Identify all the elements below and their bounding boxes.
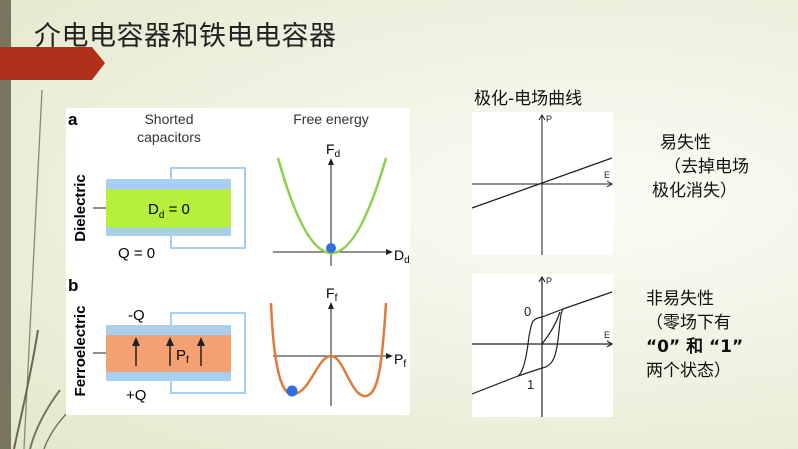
state-1-label: 1 — [527, 377, 534, 392]
ff-axis-label: Ff — [326, 285, 338, 304]
upper-saturation-line — [562, 291, 613, 310]
hysteresis-lower-branch — [517, 308, 564, 377]
state-dot — [326, 243, 336, 253]
top-electrode — [106, 179, 231, 189]
panel-a: a Shorted capacitors Free energy Dielect… — [68, 110, 410, 266]
note-line: （去掉电场 — [664, 157, 749, 177]
left-sidebar-bar — [0, 0, 11, 449]
dd-label: Dd = 0 — [148, 201, 190, 221]
bottom-charge-label: +Q — [126, 387, 146, 404]
capacitor-figure: a Shorted capacitors Free energy Dielect… — [66, 108, 410, 415]
initial-polarization-curve — [541, 311, 561, 345]
panel-b: b Ferroelectric -Q +Q Pf Ff Pf — [68, 276, 406, 406]
top-electrode — [106, 325, 231, 335]
bottom-electrode — [106, 227, 231, 236]
col-header-capacitors: capacitors — [137, 129, 201, 145]
pe-curve-title: 极化-电场曲线 — [474, 89, 583, 109]
col-header-shorted: Shorted — [144, 111, 193, 127]
row-label-ferroelectric: Ferroelectric — [72, 306, 89, 397]
title-arrow-shape — [0, 47, 105, 80]
p-axis-label: P — [546, 276, 552, 286]
dielectric-energy-curve — [276, 157, 388, 255]
dd-axis-label: Dd — [394, 247, 410, 266]
note-line: 两个状态） — [646, 361, 731, 381]
nonvolatile-note: 非易失性 （零场下有 “0” 和 “1” 两个状态） — [646, 287, 743, 383]
note-line: 极化消失） — [652, 181, 737, 201]
pf-label: Pf — [176, 347, 189, 366]
panel-a-letter: a — [68, 110, 78, 129]
row-label-dielectric: Dielectric — [72, 174, 89, 242]
linear-pe-plot: P E — [471, 112, 613, 255]
polarization-arrows — [135, 344, 202, 366]
fd-axis-label: Fd — [326, 141, 340, 160]
slide-title: 介电电容器和铁电电容器 — [34, 21, 337, 52]
panel-b-letter: b — [68, 276, 78, 295]
pf-axis-label: Pf — [394, 351, 406, 370]
lower-saturation-line — [471, 375, 519, 395]
linear-response-line — [471, 157, 613, 209]
ferroelectric-energy-curve — [269, 302, 388, 398]
state-0-label: 0 — [524, 304, 531, 319]
p-axis-label: P — [546, 114, 552, 124]
top-charge-label: -Q — [128, 307, 145, 324]
note-line: （零场下有 — [646, 313, 731, 333]
hysteresis-pe-plot: P E 0 1 — [471, 274, 614, 417]
volatile-note: 易失性 （去掉电场 极化消失） — [652, 131, 749, 203]
col-header-free-energy: Free energy — [293, 111, 368, 127]
e-axis-label: E — [604, 330, 610, 340]
note-line: 非易失性 — [646, 289, 714, 309]
e-axis-label: E — [604, 170, 610, 180]
charge-label: Q = 0 — [118, 245, 155, 262]
dielectric-layer — [106, 189, 231, 227]
hysteresis-upper-branch — [517, 308, 564, 377]
note-line: “0” 和 “1” — [646, 337, 744, 357]
note-line: 易失性 — [660, 133, 711, 153]
bottom-electrode — [106, 372, 231, 381]
state-dot — [286, 385, 298, 397]
